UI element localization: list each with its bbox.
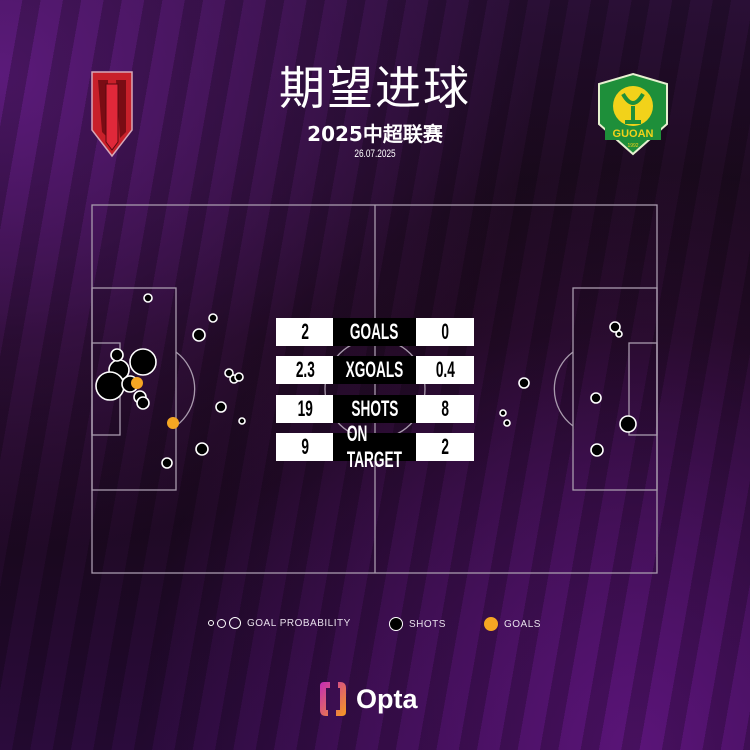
match-date: 26.07.2025 bbox=[354, 148, 396, 160]
shot-marker bbox=[143, 293, 153, 303]
stat-away-value: 8 bbox=[416, 395, 474, 423]
stat-text: 2.3 bbox=[295, 357, 315, 382]
stat-label: GOALS bbox=[333, 318, 416, 346]
stat-text: 2 bbox=[301, 319, 309, 344]
svg-text:GUOAN: GUOAN bbox=[613, 128, 654, 140]
stat-text: GOALS bbox=[350, 319, 399, 344]
goal-marker bbox=[131, 377, 143, 389]
stat-text: ON TARGET bbox=[346, 421, 403, 472]
shot-dot-icon bbox=[389, 617, 403, 631]
shot-marker bbox=[609, 321, 621, 333]
stat-text: 8 bbox=[441, 396, 449, 421]
shot-marker bbox=[136, 396, 150, 410]
shot-marker bbox=[619, 415, 637, 433]
shot-marker bbox=[95, 371, 125, 401]
legend-probability: GOAL PROBABILITY bbox=[208, 617, 351, 629]
shot-marker bbox=[615, 330, 623, 338]
stat-text: 0.4 bbox=[435, 357, 455, 382]
shot-marker bbox=[161, 457, 173, 469]
shot-marker bbox=[238, 417, 246, 425]
stat-label: ON TARGET bbox=[333, 421, 416, 472]
opta-wordmark: Opta bbox=[356, 683, 418, 714]
probability-circles-icon bbox=[208, 617, 241, 629]
stat-text: 9 bbox=[301, 434, 309, 459]
shot-marker bbox=[208, 313, 218, 323]
shot-marker bbox=[590, 392, 602, 404]
opta-icon bbox=[320, 682, 346, 716]
stat-away-value: 0 bbox=[416, 318, 474, 346]
right-penalty-box bbox=[572, 287, 658, 491]
stat-label: SHOTS bbox=[333, 395, 416, 423]
stat-away-value: 2 bbox=[416, 433, 474, 461]
stat-home-value: 9 bbox=[276, 433, 334, 461]
stat-home-value: 2.3 bbox=[276, 356, 334, 384]
opta-logo: Opta bbox=[318, 680, 418, 718]
stat-label: XGOALS bbox=[333, 356, 416, 384]
goal-dot-icon bbox=[484, 617, 498, 631]
away-team-logo: GUOAN 1992 bbox=[598, 72, 668, 156]
shot-marker bbox=[195, 442, 209, 456]
shot-marker bbox=[503, 419, 511, 427]
shot-marker bbox=[110, 348, 124, 362]
stat-away-value: 0.4 bbox=[416, 356, 474, 384]
right-penalty-arc bbox=[553, 351, 574, 427]
pitch-lines bbox=[91, 204, 658, 574]
stat-text: SHOTS bbox=[350, 396, 398, 421]
right-six-yard-box bbox=[628, 342, 658, 436]
stat-text: 19 bbox=[297, 396, 313, 421]
legend-goals-label: GOALS bbox=[504, 618, 541, 630]
goal-marker bbox=[167, 417, 179, 429]
stat-text: 0 bbox=[441, 319, 449, 344]
stat-home-value: 19 bbox=[276, 395, 334, 423]
home-team-logo bbox=[91, 71, 133, 158]
shot-marker bbox=[234, 372, 244, 382]
stat-text: 2 bbox=[441, 434, 449, 459]
legend-probability-label: GOAL PROBABILITY bbox=[247, 617, 351, 629]
shot-marker bbox=[590, 443, 604, 457]
legend-shots: SHOTS bbox=[389, 617, 446, 631]
shot-markers bbox=[95, 293, 637, 469]
competition-name: 2025中超联赛 bbox=[307, 122, 443, 146]
stat-home-value: 2 bbox=[276, 318, 334, 346]
shot-marker bbox=[224, 368, 234, 378]
legend-shots-label: SHOTS bbox=[409, 618, 446, 630]
stat-text: XGOALS bbox=[345, 357, 404, 382]
shot-marker bbox=[499, 409, 507, 417]
shot-marker bbox=[192, 328, 206, 342]
shot-marker bbox=[215, 401, 227, 413]
legend-goals: GOALS bbox=[484, 617, 541, 631]
left-penalty-arc bbox=[175, 351, 196, 427]
page-title: 期望进球 bbox=[279, 61, 471, 115]
shot-marker bbox=[518, 377, 530, 389]
svg-text:1992: 1992 bbox=[627, 143, 638, 149]
shot-marker bbox=[129, 348, 157, 376]
